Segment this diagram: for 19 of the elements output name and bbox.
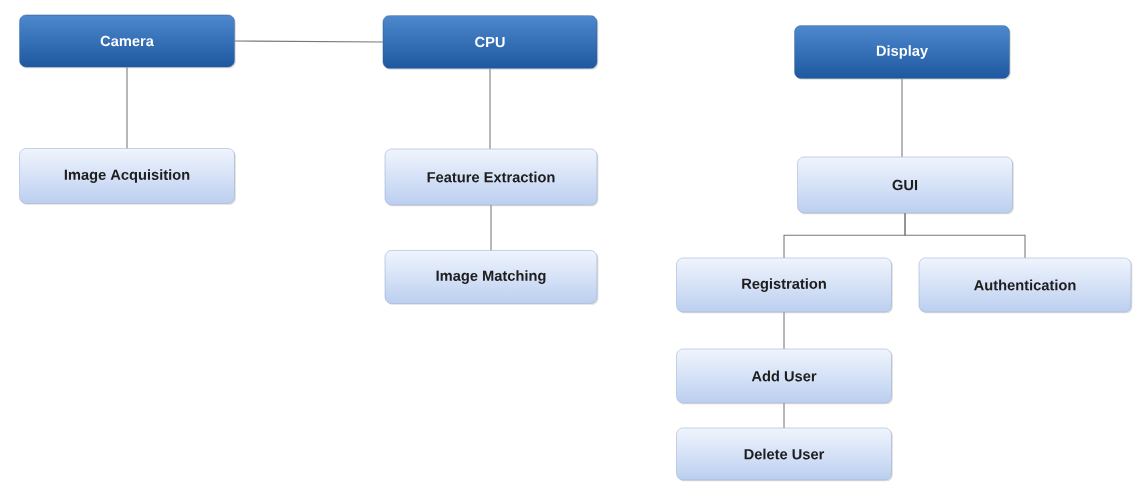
process-box: Authentication bbox=[918, 257, 1133, 314]
process-box: Image Matching bbox=[384, 250, 599, 305]
header-box: Display bbox=[794, 25, 1011, 80]
process-box: Add User bbox=[676, 348, 893, 405]
connector-line bbox=[783, 311, 785, 350]
connector-line bbox=[783, 402, 785, 429]
connector-line bbox=[489, 68, 491, 150]
header-box: CPU bbox=[382, 15, 599, 70]
process-box: GUI bbox=[797, 156, 1014, 215]
header-box: Camera bbox=[19, 14, 236, 69]
connector-line bbox=[490, 204, 492, 251]
process-box: Image Acquisition bbox=[19, 148, 236, 205]
connector-line bbox=[126, 66, 128, 149]
connector-line bbox=[234, 40, 384, 43]
process-box: Feature Extraction bbox=[384, 148, 599, 207]
process-box: Registration bbox=[676, 257, 893, 314]
process-box: Delete User bbox=[676, 427, 893, 482]
connector-line bbox=[904, 212, 1026, 259]
connector-line bbox=[901, 78, 903, 158]
